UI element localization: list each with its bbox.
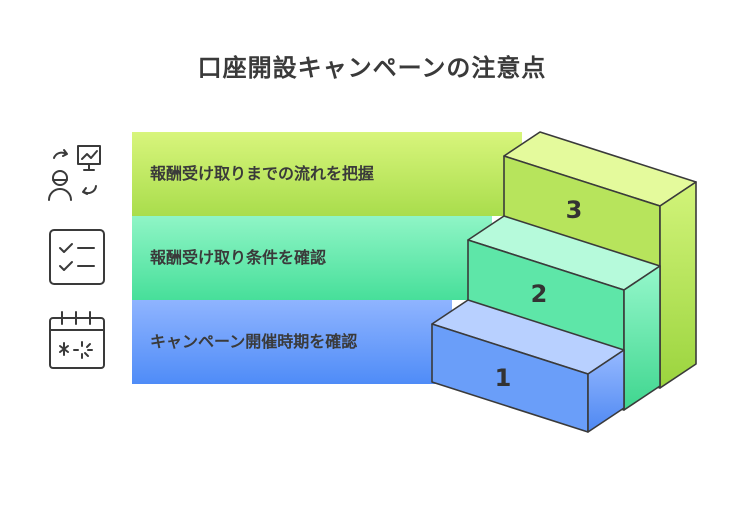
calendar-icon [49, 311, 105, 369]
step1-side [587, 349, 625, 433]
step-label-3: 報酬受け取りまでの流れを把握 [150, 164, 375, 183]
diagram-title: 口座開設キャンペーンの注意点 [197, 54, 547, 82]
step-number-2: 2 [531, 280, 548, 308]
checklist-icon [49, 229, 105, 285]
step-band-1: キャンペーン開催時期を確認 [132, 300, 452, 384]
step-label-2: 報酬受け取り条件を確認 [150, 248, 327, 267]
step-band-3: 報酬受け取りまでの流れを把握 [132, 132, 522, 216]
step2-side [623, 265, 661, 411]
person-chart-icon [48, 145, 101, 201]
step3-side [659, 181, 697, 389]
step-number-3: 3 [566, 196, 583, 224]
step-number-1: 1 [495, 364, 512, 392]
step-label-1: キャンペーン開催時期を確認 [150, 332, 358, 351]
step-band-2: 報酬受け取り条件を確認 [132, 216, 492, 300]
